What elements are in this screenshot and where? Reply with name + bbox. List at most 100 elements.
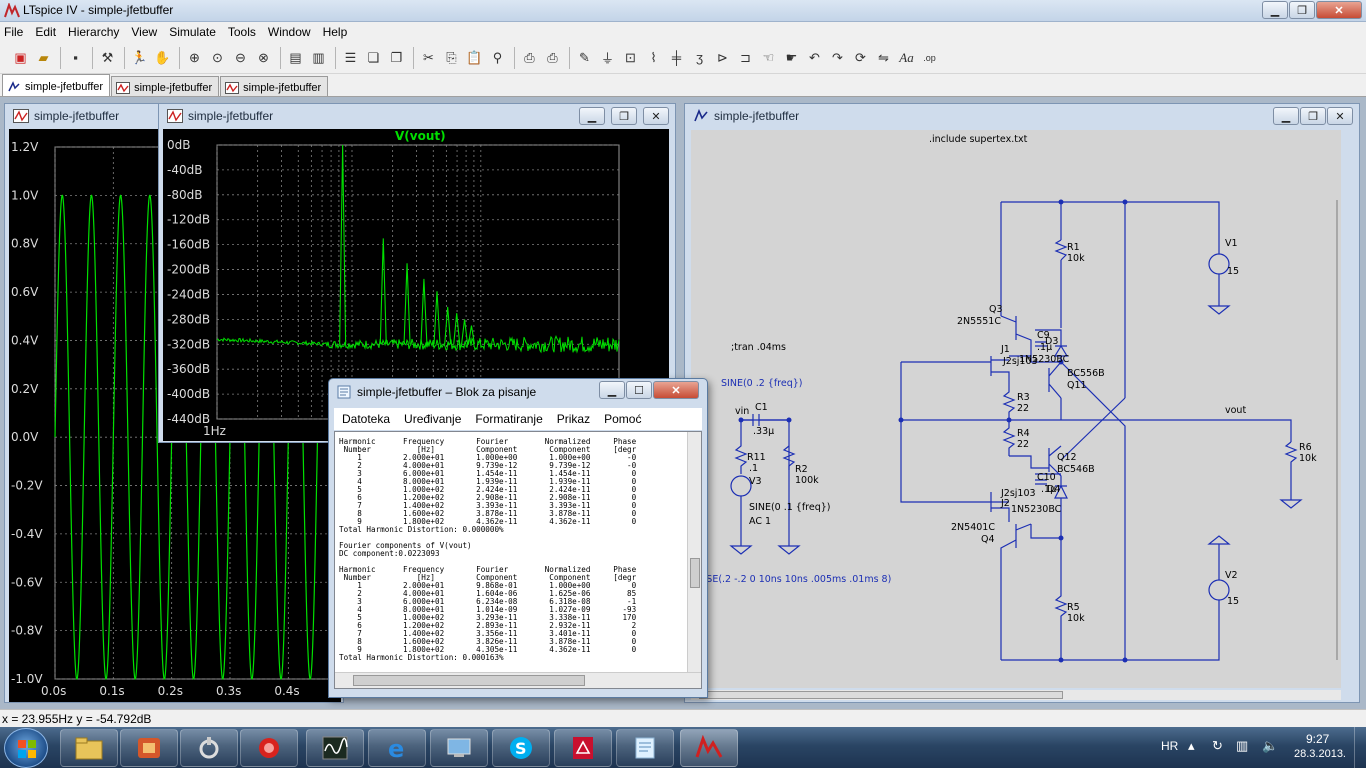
label-net-button[interactable]: ⊡ (620, 47, 641, 68)
fft-minimize-button[interactable]: ▁ (579, 107, 605, 125)
harmonic-peak[interactable] (420, 278, 428, 345)
harmonic-peak[interactable] (379, 238, 387, 345)
zoom-fit-button[interactable]: ⊗ (253, 47, 274, 68)
undo-button[interactable]: ↶ (804, 47, 825, 68)
harmonic-peak[interactable] (339, 144, 347, 345)
harmonic-peak[interactable] (433, 291, 441, 345)
save-button[interactable]: ▪ (65, 47, 86, 68)
spice-directive-button[interactable]: .op (919, 47, 940, 68)
taskbar-app-4[interactable] (240, 729, 298, 767)
notepad-minimize-button[interactable]: ▁ (599, 381, 625, 399)
ground-button[interactable]: ⏚ (597, 47, 618, 68)
menu-window[interactable]: Window (267, 25, 311, 39)
menu-edit[interactable]: Edit (35, 25, 57, 39)
schematic-restore-button[interactable]: ❐ (1300, 107, 1326, 125)
notepad-menu-help[interactable]: Pomoć (604, 412, 642, 426)
pan-button[interactable]: ⊙ (207, 47, 228, 68)
notepad-horizontal-scrollbar[interactable] (335, 672, 701, 688)
menu-hierarchy[interactable]: Hierarchy (68, 25, 120, 39)
scrollbar-thumb[interactable] (699, 691, 1063, 699)
harmonic-peak[interactable] (453, 313, 461, 345)
notepad-maximize-button[interactable]: ☐ (626, 381, 652, 399)
fft-restore-button[interactable]: ❐ (611, 107, 637, 125)
tab-schematic[interactable]: simple-jfetbuffer (2, 74, 111, 96)
taskbar-acrobat[interactable] (554, 729, 612, 767)
paste-button[interactable]: 📋 (464, 47, 485, 68)
new-schematic-button[interactable]: ▣ (10, 47, 31, 68)
diode-button[interactable]: ⊳ (712, 47, 733, 68)
menu-tools[interactable]: Tools (227, 25, 256, 39)
notepad-text-area[interactable]: Harmonic Frequency Fourier Normalized Ph… (334, 431, 702, 689)
schematic-drawing[interactable]: .include supertex.txt ;tran .04ms R1 10k… (691, 130, 1341, 688)
taskbar-notepad[interactable] (616, 729, 674, 767)
menu-view[interactable]: View (131, 25, 158, 39)
rotate-button[interactable]: ⟳ (850, 47, 871, 68)
drag-button[interactable]: ☛ (781, 47, 802, 68)
notepad-menu-file[interactable]: Datoteka (342, 412, 391, 426)
taskbar-ltspice[interactable] (680, 729, 738, 767)
tab-waveform-2[interactable]: simple-jfetbuffer (220, 76, 329, 96)
include-directive[interactable]: .include supertex.txt (929, 134, 1028, 145)
fft-chart[interactable]: V(vout)0dB-40dB-80dB-120dB-160dB-200dB-2… (163, 129, 669, 441)
minimize-button[interactable]: ▁ (1262, 1, 1288, 19)
schematic-close-button[interactable]: ✕ (1327, 107, 1353, 125)
cut-button[interactable]: ✂ (418, 47, 439, 68)
horizontal-scrollbar[interactable] (691, 690, 1341, 700)
close-windows-button[interactable]: ❐ (386, 47, 407, 68)
cascade-button[interactable]: ❏ (363, 47, 384, 68)
language-indicator[interactable]: HR (1161, 739, 1179, 753)
zoom-out-button[interactable]: ⊖ (230, 47, 251, 68)
harmonic-peak[interactable] (403, 263, 411, 345)
menu-file[interactable]: File (4, 25, 24, 39)
open-button[interactable]: ▰ (33, 47, 54, 68)
scrollbar-thumb[interactable] (690, 558, 700, 588)
zoom-in-button[interactable]: ⊕ (184, 47, 205, 68)
draw-wire-button[interactable]: ✎ (574, 47, 595, 68)
clock-date[interactable]: 28.3.2013. (1294, 748, 1346, 760)
schematic-canvas[interactable]: .include supertex.txt ;tran .04ms R1 10k… (691, 130, 1341, 688)
sync-icon[interactable]: ↻ (1212, 738, 1223, 753)
notepad-menu-edit[interactable]: Uređivanje (404, 412, 462, 426)
close-button[interactable]: ✕ (1316, 1, 1362, 19)
trace-label[interactable]: V(vout) (395, 129, 446, 143)
schematic-minimize-button[interactable]: ▁ (1273, 107, 1299, 125)
schematic-window[interactable]: simple-jfetbuffer ▁ ❐ ✕ (684, 103, 1360, 703)
network-icon[interactable]: ▥ (1236, 738, 1249, 753)
print-button[interactable]: ⎙ (542, 47, 563, 68)
tran-directive[interactable]: ;tran .04ms (731, 342, 786, 353)
taskbar-app-2[interactable] (120, 729, 178, 767)
scrollbar-thumb[interactable] (353, 675, 585, 686)
notepad-window[interactable]: simple-jfetbuffer – Blok za pisanje ▁ ☐ … (328, 378, 708, 698)
component-button[interactable]: ⊐ (735, 47, 756, 68)
taskbar-oscilloscope[interactable] (306, 729, 364, 767)
control-panel-button[interactable]: ⚒ (97, 47, 118, 68)
volume-icon[interactable]: 🔈 (1262, 738, 1279, 753)
taskbar-app-7[interactable] (430, 729, 488, 767)
fft-noise-floor[interactable] (216, 335, 620, 354)
taskbar-explorer[interactable] (60, 729, 118, 767)
tab-waveform-1[interactable]: simple-jfetbuffer (111, 76, 220, 96)
tray-expand-icon[interactable]: ▴ (1188, 738, 1195, 753)
halt-button[interactable]: ✋ (152, 47, 173, 68)
menu-help[interactable]: Help (322, 25, 348, 39)
show-desktop-button[interactable] (1354, 727, 1366, 768)
sine2-source-text[interactable]: SINE(0 .2 {freq}) (721, 378, 803, 389)
find-button[interactable]: ⚲ (487, 47, 508, 68)
move-button[interactable]: ☜ (758, 47, 779, 68)
notepad-menu-view[interactable]: Prikaz (556, 412, 591, 426)
notepad-menu-format[interactable]: Formatiranje (475, 412, 543, 426)
run-button[interactable]: 🏃 (129, 47, 150, 68)
harmonic-peak[interactable] (444, 306, 452, 345)
pulse-source-text[interactable]: LSE(.2 -.2 0 10ns 10ns .005ms .01ms 8) (701, 574, 891, 585)
redo-button[interactable]: ↷ (827, 47, 848, 68)
taskbar-skype[interactable]: S (492, 729, 550, 767)
menu-simulate[interactable]: Simulate (169, 25, 216, 39)
resistor-button[interactable]: ⌇ (643, 47, 664, 68)
capacitor-button[interactable]: ╪ (666, 47, 687, 68)
mirror-button[interactable]: ⇋ (873, 47, 894, 68)
fft-close-button[interactable]: ✕ (643, 107, 669, 125)
print-setup-button[interactable]: ⎙ (519, 47, 540, 68)
autorange-button[interactable]: ▤ (285, 47, 306, 68)
start-button[interactable] (4, 728, 48, 768)
clock-time[interactable]: 9:27 (1306, 732, 1330, 746)
